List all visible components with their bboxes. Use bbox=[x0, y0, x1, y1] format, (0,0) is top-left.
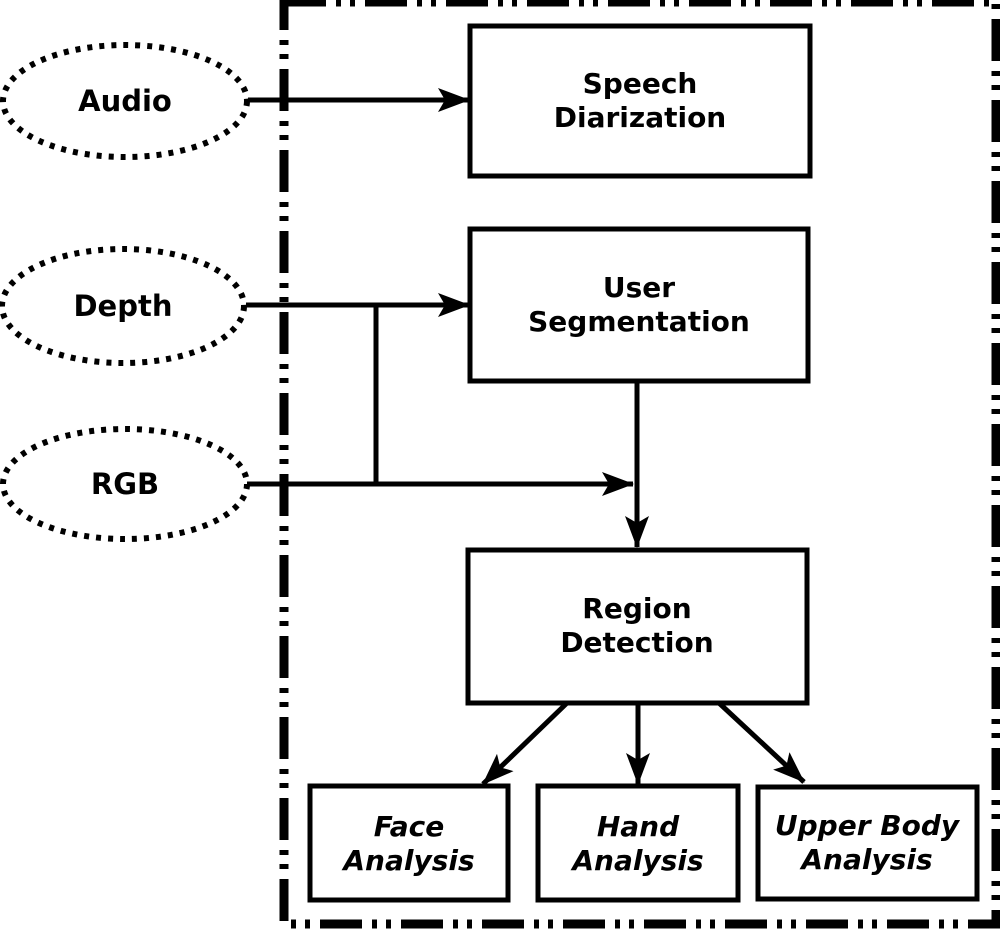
speech-diarization-box bbox=[467, 23, 813, 179]
region-to-face-arrow bbox=[481, 701, 569, 786]
region-detection-box bbox=[465, 547, 810, 706]
hand-analysis-box bbox=[535, 783, 741, 903]
system-boundary-frame bbox=[279, 0, 1000, 929]
audio-ellipse bbox=[0, 42, 250, 160]
user-segmentation-box bbox=[467, 226, 811, 384]
region-to-upper-body-arrow bbox=[717, 701, 806, 784]
upper-body-analysis-box bbox=[755, 784, 980, 902]
face-analysis-box bbox=[307, 783, 511, 903]
rgb-ellipse bbox=[0, 426, 250, 542]
depth-ellipse bbox=[0, 246, 247, 366]
